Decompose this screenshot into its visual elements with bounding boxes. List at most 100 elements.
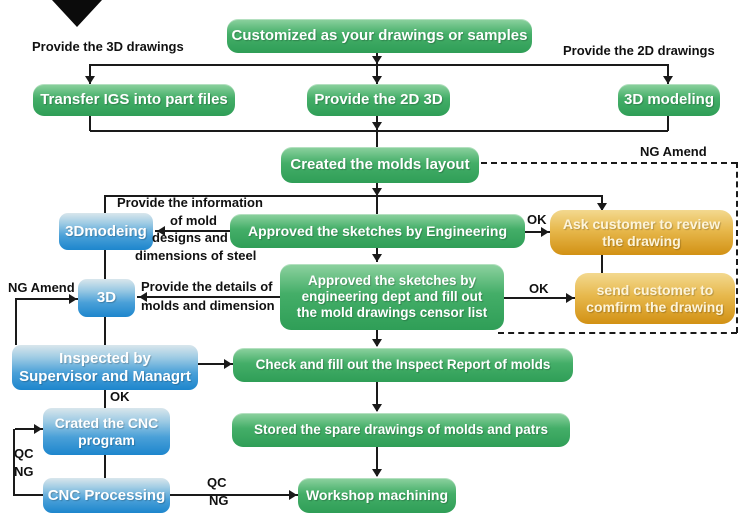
connector-line [198, 363, 233, 365]
dashed-feedback-line [736, 162, 738, 333]
arrowhead-icon [372, 469, 382, 477]
arrowhead-icon [597, 203, 607, 211]
node-cnc-processing-text: CNC Processing [47, 486, 166, 504]
node-approved-engineering: Approved the sketches by Engineering [230, 214, 525, 248]
connector-line [376, 330, 378, 346]
node-3dmodeing-text: 3Dmodeing [65, 222, 147, 240]
node-3dmodeing: 3Dmodeing [59, 213, 153, 250]
label-info-line-3: designs and [152, 230, 228, 245]
connector-line [601, 195, 603, 210]
label-ng-amend-left: NG Amend [8, 280, 75, 295]
label-details-line-2: molds and dimension [141, 298, 275, 313]
label-provide-2d-drawings: Provide the 2D drawings [563, 43, 715, 58]
connector-line [13, 494, 43, 496]
flow-start-triangle-icon [52, 0, 102, 27]
label-ok-inspect: OK [110, 389, 130, 404]
node-transfer-igs: Transfer IGS into part files [33, 84, 235, 116]
label-info-line-2: of mold [170, 213, 217, 228]
node-crated-cnc-program-text: Crated the CNC [54, 414, 159, 431]
node-customized-text: Customized as your drawings or samples [231, 27, 528, 45]
label-details-line-1: Provide the details of [141, 279, 273, 294]
node-created-molds-layout: Created the molds layout [281, 147, 479, 183]
arrowhead-icon [85, 76, 95, 84]
node-workshop-machining-text: Workshop machining [305, 487, 449, 504]
node-stored-spare-drawings: Stored the spare drawings of molds and p… [232, 413, 570, 447]
node-customized: Customized as your drawings or samples [227, 19, 532, 53]
arrowhead-icon [566, 293, 574, 303]
connector-line [104, 390, 106, 408]
label-qc-mid: QC [207, 475, 227, 490]
connector-line [667, 64, 669, 84]
dashed-feedback-line [481, 162, 737, 164]
label-ng-left: NG [14, 464, 34, 479]
node-check-inspect-report: Check and fill out the Inspect Report of… [233, 348, 573, 382]
node-inspected-supervisor-text: Inspected by [59, 349, 151, 367]
arrowhead-icon [372, 122, 382, 130]
dashed-feedback-line [498, 332, 737, 334]
arrowhead-icon [541, 227, 549, 237]
connector-line [376, 447, 378, 476]
connector-line [155, 230, 230, 232]
connector-line [15, 298, 78, 300]
connector-line [90, 130, 668, 132]
arrowhead-icon [372, 76, 382, 84]
node-created-molds-layout-text: Created the molds layout [290, 156, 470, 174]
connector-line [104, 195, 106, 213]
node-3d-modeling: 3D modeling [618, 84, 720, 116]
arrowhead-icon [372, 339, 382, 347]
node-ask-customer-review-text: the drawing [602, 232, 681, 249]
node-approved-dept-censor-text: engineering dept and fill out [301, 289, 483, 305]
connector-line [90, 64, 668, 66]
node-3d-modeling-text: 3D modeling [623, 91, 714, 109]
arrowhead-icon [224, 359, 232, 369]
node-crated-cnc-program-text: program [78, 431, 135, 448]
node-stored-spare-drawings-text: Stored the spare drawings of molds and p… [253, 422, 549, 438]
arrowhead-icon [69, 294, 77, 304]
arrowhead-icon [34, 424, 42, 434]
arrowhead-icon [372, 188, 382, 196]
node-inspected-supervisor-text: Supervisor and Managrt [19, 367, 191, 385]
connector-line [15, 428, 43, 430]
arrowhead-icon [663, 76, 673, 84]
connector-line [667, 116, 669, 131]
connector-line [104, 250, 106, 279]
arrowhead-icon [372, 404, 382, 412]
node-ask-customer-review-text: Ask customer to review [562, 215, 721, 232]
arrowhead-icon [157, 226, 165, 236]
connector-line [137, 296, 280, 298]
connector-line [89, 64, 91, 84]
node-approved-engineering-text: Approved the sketches by Engineering [247, 222, 508, 239]
connector-line [15, 298, 17, 345]
connector-line [601, 255, 603, 273]
node-3d-text: 3D [96, 289, 117, 307]
label-provide-3d-drawings: Provide the 3D drawings [32, 39, 184, 54]
connector-line [104, 455, 106, 478]
connector-line [89, 116, 91, 131]
node-send-customer-confirm-text: comfirm the drawing [586, 298, 724, 315]
arrowhead-icon [372, 254, 382, 262]
connector-line [376, 132, 378, 147]
label-ng-mid: NG [209, 493, 229, 508]
node-3d: 3D [78, 279, 135, 317]
node-provide-2d-3d: Provide the 2D 3D [307, 84, 450, 116]
connector-line [504, 297, 575, 299]
node-transfer-igs-text: Transfer IGS into part files [40, 91, 228, 109]
connector-line [376, 382, 378, 411]
node-approved-dept-censor-text: the mold drawings censor list [296, 304, 488, 320]
label-qc-left: QC [14, 446, 34, 461]
arrowhead-icon [139, 292, 147, 302]
connector-line [13, 429, 15, 496]
connector-line [104, 317, 106, 345]
node-send-customer-confirm-text: send customer to [596, 281, 714, 298]
node-cnc-processing: CNC Processing [43, 478, 170, 513]
label-info-line-1: Provide the information [117, 195, 263, 210]
node-provide-2d-3d-text: Provide the 2D 3D [314, 91, 443, 109]
label-ng-amend-top: NG Amend [640, 144, 707, 159]
connector-line [376, 195, 378, 214]
